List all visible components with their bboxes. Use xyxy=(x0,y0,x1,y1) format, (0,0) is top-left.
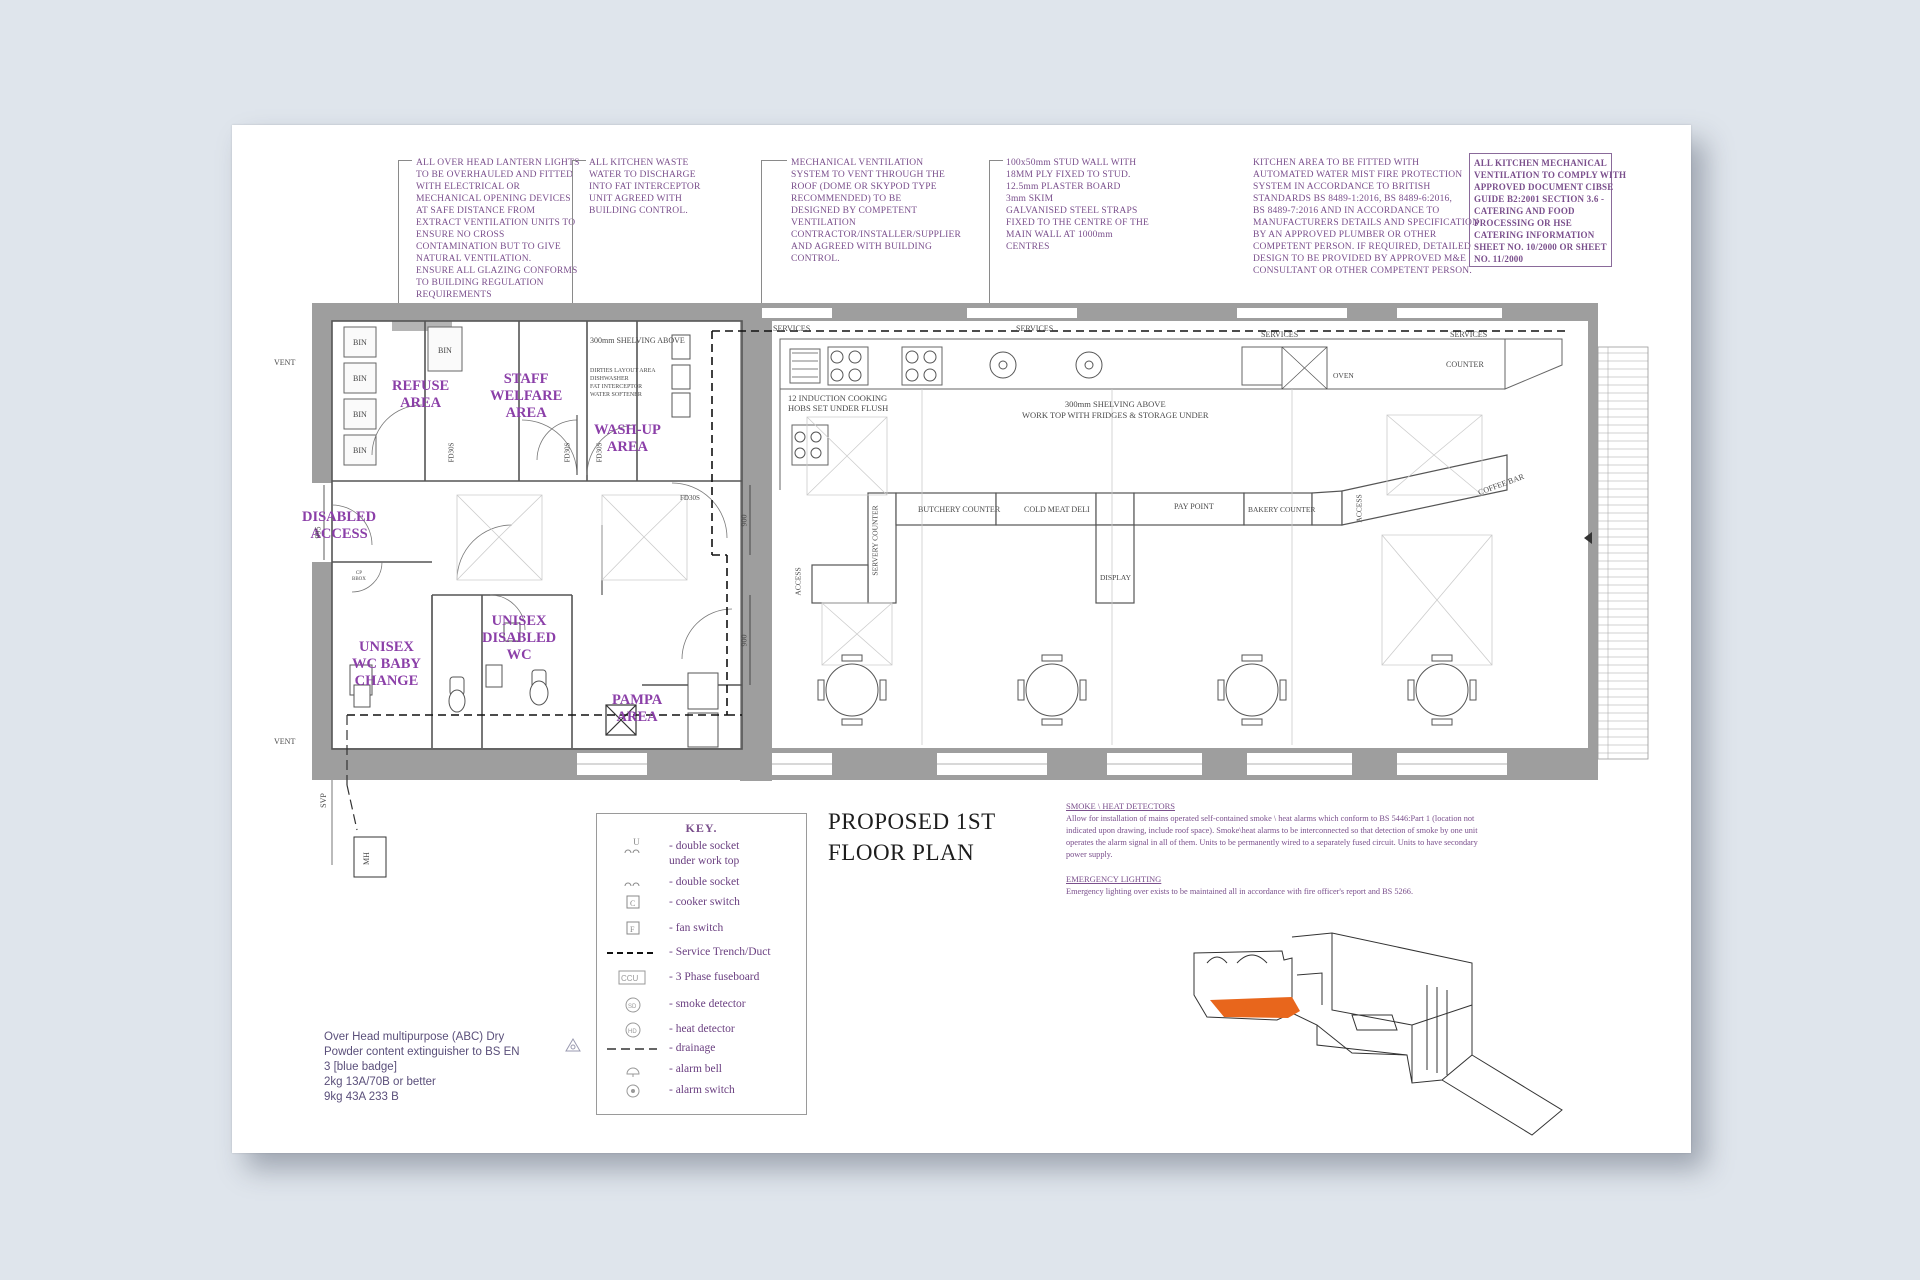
room-wash-up-area: WASH-UP AREA xyxy=(594,422,661,455)
service-trench-icon xyxy=(605,942,657,964)
fire-door-label: FD30S xyxy=(563,442,572,463)
alarm-bell-icon xyxy=(605,1059,657,1081)
drawing-sheet: ALL OVER HEAD LANTERN LIGHTS TO BE OVERH… xyxy=(232,125,1691,1153)
drainage-icon xyxy=(605,1038,657,1060)
note-lantern-lights: ALL OVER HEAD LANTERN LIGHTS TO BE OVERH… xyxy=(416,158,580,300)
bin-label: BIN xyxy=(353,446,367,455)
legend-item: HD - heat detector xyxy=(605,1019,803,1041)
dirties-label: DIRTIES LAYOUT AREA DISHWASHER FAT INTER… xyxy=(590,368,656,398)
bin-label: BIN xyxy=(353,410,367,419)
room-unisex-wc-baby-change: UNISEX WC BABY CHANGE xyxy=(352,639,421,689)
smoke-detector-icon: SD xyxy=(605,994,657,1016)
svg-text:C: C xyxy=(630,899,635,908)
highlighted-section-area xyxy=(1210,997,1300,1018)
note-water-mist: KITCHEN AREA TO BE FITTED WITH AUTOMATED… xyxy=(1253,158,1480,276)
display-label: DISPLAY xyxy=(1100,573,1131,582)
double-socket-icon xyxy=(605,872,657,894)
bin-label: BIN xyxy=(353,338,367,347)
svg-text:F: F xyxy=(630,925,635,934)
legend-item: - double socket xyxy=(605,872,803,894)
services-label: SERVICES xyxy=(1261,330,1299,339)
cold-meat-deli-label: COLD MEAT DELI xyxy=(1024,505,1090,514)
svg-text:HD: HD xyxy=(628,1029,637,1035)
extinguisher-note: Over Head multipurpose (ABC) Dry Powder … xyxy=(324,1031,520,1103)
emergency-lighting-heading: EMERGENCY LIGHTING xyxy=(1066,874,1162,884)
consumer-panel-label: CP BBOX xyxy=(352,571,366,582)
section-perspective xyxy=(1193,932,1563,1136)
room-disabled-access: DISABLED ACCESS xyxy=(302,509,377,542)
double-socket-worktop-icon: U xyxy=(605,836,657,858)
induction-hobs-label: 12 INDUCTION COOKING HOBS SET UNDER FLUS… xyxy=(788,393,889,413)
legend-item: CCU - 3 Phase fuseboard xyxy=(605,967,803,989)
oven-label: OVEN xyxy=(1333,371,1354,380)
note-mechanical-ventilation: MECHANICAL VENTILATION SYSTEM TO VENT TH… xyxy=(791,158,962,264)
alarm-switch-icon xyxy=(605,1080,657,1102)
fan-switch-icon: F xyxy=(605,918,657,940)
fire-door-label: FD30S xyxy=(595,442,604,463)
services-label: SERVICES xyxy=(773,324,811,333)
svg-text:CCU: CCU xyxy=(621,974,639,983)
legend-item: SD - smoke detector xyxy=(605,994,803,1016)
legend-item: - Service Trench/Duct xyxy=(605,942,803,964)
legend-title: KEY. xyxy=(685,821,718,835)
vent-label: VENT xyxy=(274,737,296,746)
legend-key: KEY. U - double socket under work top - … xyxy=(596,813,807,1115)
fire-door-label: FD30S xyxy=(680,494,700,502)
room-staff-welfare-area: STAFF WELFARE AREA xyxy=(490,371,563,421)
note-waste-water: ALL KITCHEN WASTE WATER TO DISCHARGE INT… xyxy=(589,158,701,216)
legend-item: - drainage xyxy=(605,1038,803,1060)
shelving-label: 300mm SHELVING ABOVE xyxy=(590,336,685,345)
legend-item: F - fan switch xyxy=(605,918,803,940)
dimension-900: 900 xyxy=(739,514,749,527)
dimension-900: 900 xyxy=(739,634,749,647)
servery-counter-label: SERVERY COUNTER xyxy=(870,505,880,576)
legend-item: C - cooker switch xyxy=(605,892,803,914)
svp-label: SVP xyxy=(318,793,328,808)
bin-label: BIN xyxy=(438,346,452,355)
cooker-switch-icon: C xyxy=(605,892,657,914)
bakery-counter-label: BAKERY COUNTER xyxy=(1248,505,1316,514)
emergency-lighting-text: Emergency lighting over exists to be mai… xyxy=(1066,887,1414,896)
legend-item: - alarm switch xyxy=(605,1080,803,1102)
note-stud-wall: 100x50mm STUD WALL WITH 18MM PLY FIXED T… xyxy=(1006,158,1150,252)
room-refuse-area: REFUSE AREA xyxy=(392,378,450,411)
room-unisex-disabled-wc: UNISEX DISABLED WC xyxy=(482,613,557,663)
access-label: ACCESS xyxy=(1354,494,1364,523)
floor-plan: BIN BIN BIN BIN BIN xyxy=(312,303,1649,1136)
shelving-worktop-label: 300mm SHELVING ABOVE WORK TOP WITH FRIDG… xyxy=(1022,399,1209,420)
dimension-995: 995 xyxy=(313,526,323,539)
pay-point-label: PAY POINT xyxy=(1174,502,1214,511)
mh-label: MH xyxy=(361,852,371,865)
counter-label: COUNTER xyxy=(1446,360,1484,369)
extinguisher-icon xyxy=(565,1037,581,1058)
vent-label: VENT xyxy=(274,358,296,367)
svg-text:SD: SD xyxy=(628,1004,637,1010)
note-cibse-guide: ALL KITCHEN MECHANICAL VENTILATION TO CO… xyxy=(1474,158,1627,264)
drawing-title: PROPOSED 1ST FLOOR PLAN xyxy=(828,809,996,865)
services-label: SERVICES xyxy=(1016,324,1054,333)
legend-item: U - double socket under work top xyxy=(605,836,803,867)
fuseboard-icon: CCU xyxy=(605,967,657,989)
svg-text:U: U xyxy=(633,837,640,847)
bin-label: BIN xyxy=(353,374,367,383)
butchery-counter-label: BUTCHERY COUNTER xyxy=(918,505,1001,514)
smoke-heat-heading: SMOKE \ HEAT DETECTORS xyxy=(1066,801,1176,811)
heat-detector-icon: HD xyxy=(605,1019,657,1041)
room-pampa-area: PAMPA AREA xyxy=(612,692,663,725)
fire-door-label: FD30S xyxy=(447,442,456,463)
legend-item: - alarm bell xyxy=(605,1059,803,1081)
smoke-heat-text: Allow for installation of mains operated… xyxy=(1066,814,1478,859)
services-label: SERVICES xyxy=(1450,330,1488,339)
access-label: ACCESS xyxy=(793,567,803,596)
